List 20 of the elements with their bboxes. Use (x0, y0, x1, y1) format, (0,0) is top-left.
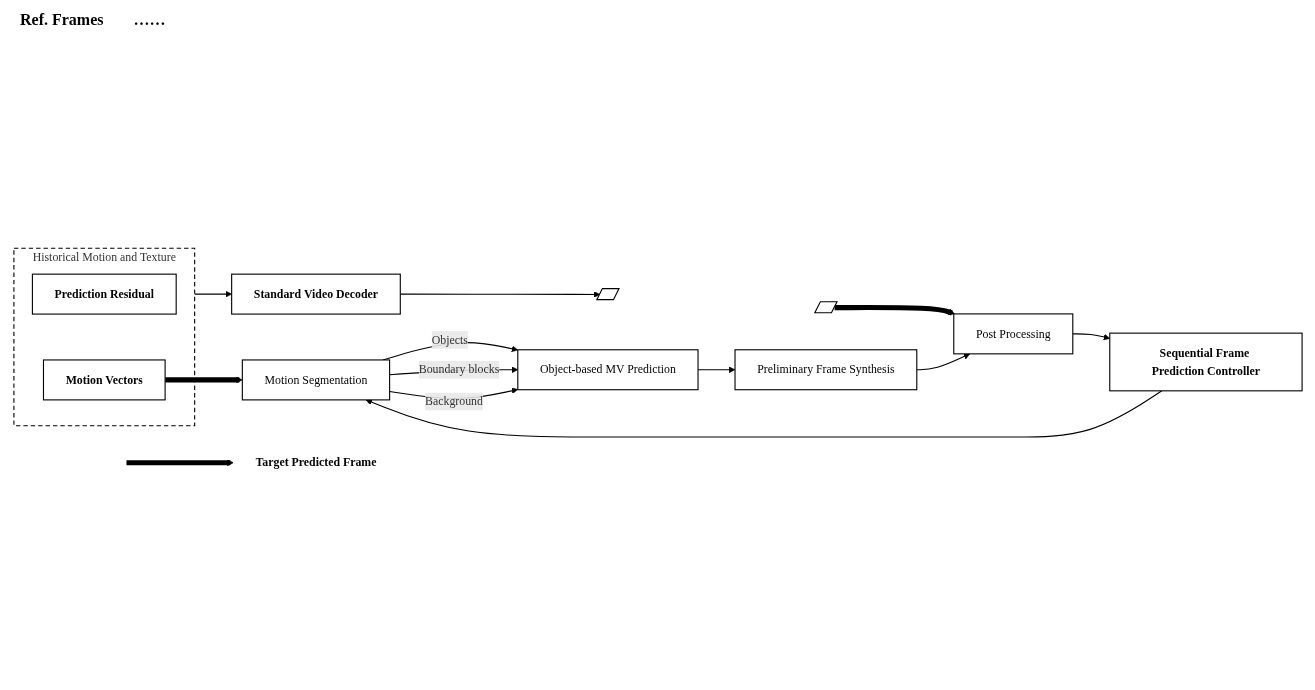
arrow (834, 304, 955, 315)
node-box: Sequential Frame Prediction Controller (1108, 332, 1303, 391)
node-box: Preliminary Frame Synthesis (733, 348, 917, 390)
node-text: Target Predicted Frame (255, 455, 376, 469)
edge-label: Objects (431, 332, 468, 346)
node-parallelogram (595, 287, 620, 300)
node-box: Object-based MV Prediction (516, 348, 699, 390)
node-parallelogram (813, 300, 838, 313)
arrow (193, 290, 232, 297)
arrow (399, 290, 600, 298)
node-box: Motion Vectors (42, 358, 166, 400)
node-box: Prediction Residual (31, 273, 177, 315)
edge-label: Background (424, 394, 483, 407)
arrow (126, 459, 234, 466)
node-box: Post Processing (952, 312, 1073, 354)
frame-label: Ref. Frames (20, 11, 104, 29)
node-box: Motion Segmentation (241, 358, 390, 400)
frame-label: …… (133, 11, 166, 29)
edge-label: Boundary blocks (418, 362, 499, 376)
node-box: Standard Video Decoder (230, 273, 401, 315)
